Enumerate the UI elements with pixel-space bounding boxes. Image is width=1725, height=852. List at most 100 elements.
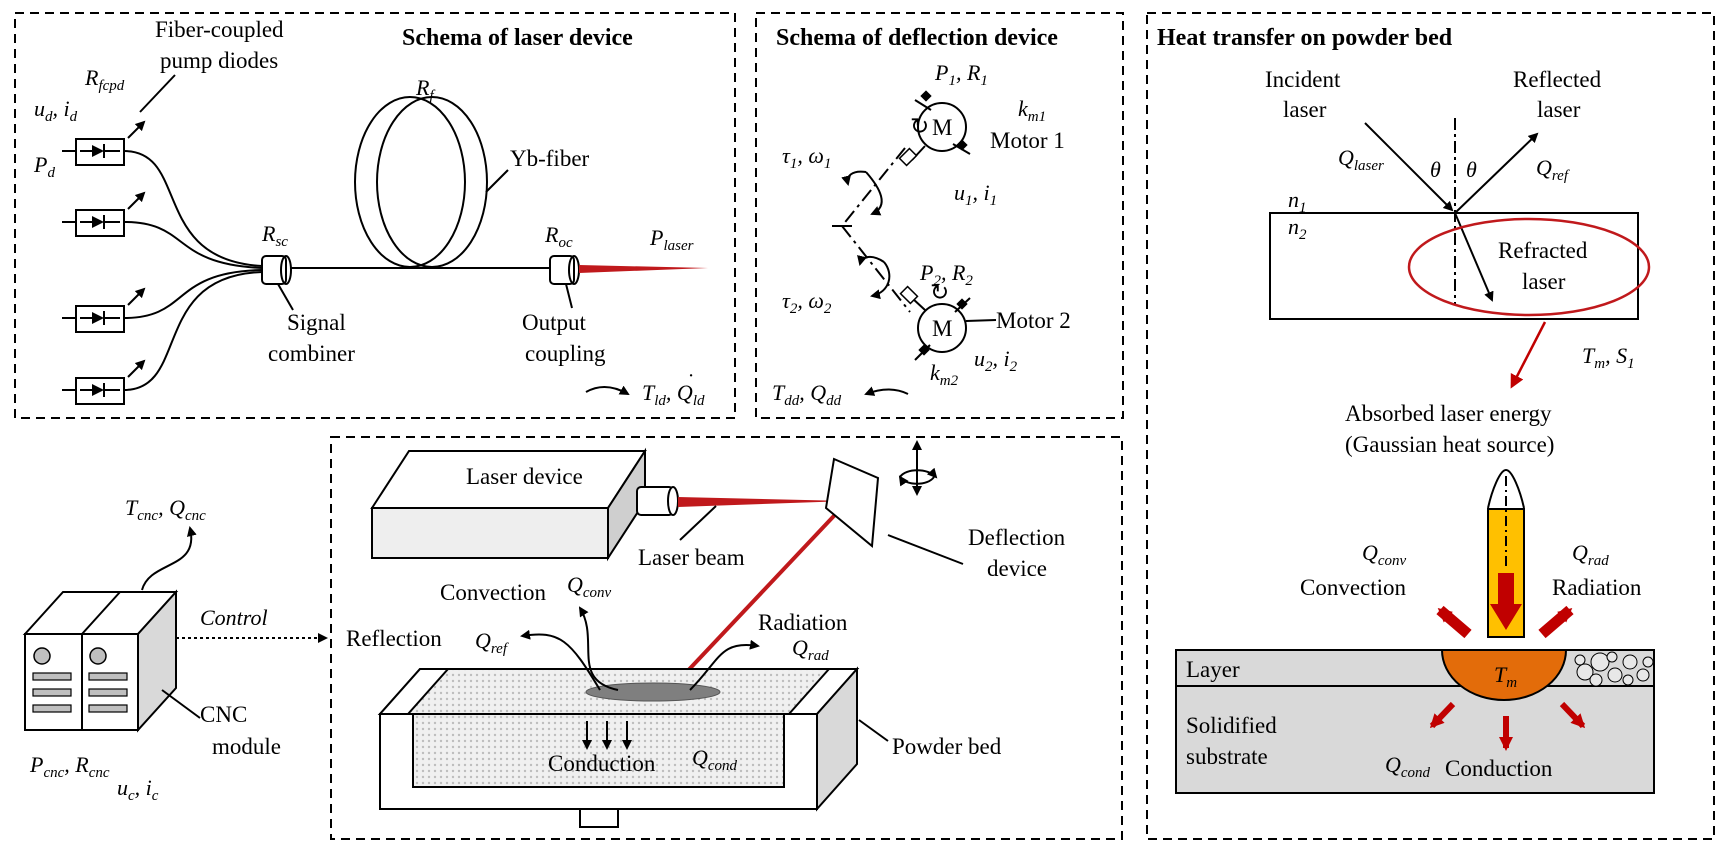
qrad-heat-label: Qrad <box>1572 540 1609 569</box>
laser-beam-horizontal <box>678 497 848 507</box>
rf-label: Rf <box>415 75 435 104</box>
laser-output-beam <box>579 265 708 273</box>
radiation-arrow <box>689 639 760 691</box>
powder-bed-side <box>816 666 858 812</box>
motor-1-rotation-icon: ↻ <box>910 114 929 139</box>
powder-bed-section <box>412 713 785 788</box>
deflection-device-panel: Schema of deflection device M ↻ P1, R1 k… <box>772 25 1071 409</box>
reflected-label-2: laser <box>1537 97 1581 122</box>
cnc-heat-arrow <box>141 526 197 591</box>
incident-label-2: laser <box>1283 97 1327 122</box>
absorbed-label-2: (Gaussian heat source) <box>1345 432 1554 457</box>
rsc-label: Rsc <box>261 221 288 250</box>
signal-combiner-leader <box>277 283 294 311</box>
yb-fiber-coil-2 <box>376 96 488 268</box>
deflection-device-label-2: device <box>987 556 1047 581</box>
roc-label: Roc <box>544 222 573 251</box>
laser-device-panel: Schema of laser device Fiber-coupled pum… <box>33 17 708 409</box>
laser-beam-deflected <box>662 499 850 698</box>
yb-fiber-label: Yb-fiber <box>510 146 590 171</box>
plaser-label: Plaser <box>649 225 694 254</box>
tm-melt-label: Tm <box>1494 662 1517 691</box>
tcnc-qcnc-label: Tcnc, Qcnc <box>125 495 206 524</box>
refracted-label-2: laser <box>1522 269 1566 294</box>
qcond-machine-label: Qcond <box>692 745 738 774</box>
qref-machine-label: Qref <box>475 628 509 657</box>
mirror-rotation-icon <box>898 440 938 496</box>
laser-beam-leader <box>679 505 717 541</box>
pump-diodes-leader <box>139 74 176 113</box>
ud-id-label: ud, id <box>34 96 78 125</box>
qref-label: Qref <box>1536 155 1570 184</box>
absorption-arrow <box>1510 321 1547 389</box>
heat-source-arrow <box>1490 573 1522 630</box>
motor-2-label: Motor 2 <box>996 308 1071 333</box>
qlaser-label: Qlaser <box>1338 145 1384 174</box>
pump-diodes-label-line1: Fiber-coupled <box>155 17 284 42</box>
convection-heat-label: Convection <box>1300 575 1407 600</box>
cnc-unit-2 <box>81 633 139 731</box>
melt-pool <box>1440 649 1568 701</box>
powder-bed-piston <box>579 808 619 828</box>
u1-i1-label: u1, i1 <box>954 180 997 209</box>
laser-beam-label: Laser beam <box>638 545 745 570</box>
pump-diode-2 <box>62 191 146 237</box>
qconv-machine-label: Qconv <box>567 572 612 601</box>
tau2-w2-label: τ2, ω2 <box>782 288 832 317</box>
layer-label: Layer <box>1186 657 1240 682</box>
melt-spot <box>585 682 721 702</box>
output-coupling-shape <box>549 255 575 285</box>
substrate-rect <box>1175 685 1655 794</box>
motor-1-m: M <box>932 115 952 140</box>
uc-ic-label: uc, ic <box>117 775 159 804</box>
theta-right: θ <box>1466 157 1477 182</box>
tm-s1-label: Tm, S1 <box>1582 343 1635 372</box>
absorbed-label-1: Absorbed laser energy <box>1345 401 1552 426</box>
reflection-arrow <box>520 629 601 691</box>
output-coupling-label-1: Output <box>522 310 587 335</box>
laser-panel-border <box>14 12 736 419</box>
n2-label: n2 <box>1288 214 1307 243</box>
incident-label-1: Incident <box>1265 67 1341 92</box>
tdd-arrow <box>864 386 909 396</box>
qrad-machine-label: Qrad <box>792 635 829 664</box>
pump-fiber-4 <box>123 271 263 391</box>
cnc-label-2: module <box>212 734 281 759</box>
radiation-red-arrow <box>1538 605 1574 639</box>
refracted-highlight-ellipse <box>1407 217 1651 317</box>
km1-label: km1 <box>1018 96 1046 125</box>
laser-panel-title: Schema of laser device <box>402 25 633 51</box>
cnc-side <box>137 589 177 733</box>
convection-red-arrow <box>1436 605 1472 639</box>
cnc-leader <box>161 689 201 719</box>
qconv-heat-label: Qconv <box>1362 540 1407 569</box>
heat-panel-title: Heat transfer on powder bed <box>1157 25 1453 51</box>
deflection-leader <box>887 534 964 565</box>
machine-panel: Laser device Laser beam Deflection devic… <box>346 440 1066 828</box>
p1-r1-label: P1, R1 <box>934 60 988 89</box>
yb-fiber-leader <box>485 169 509 193</box>
tau1-w1-label: τ1, ω1 <box>782 143 831 172</box>
pump-diode-3 <box>62 287 146 333</box>
radiation-heat-label: Radiation <box>1552 575 1642 600</box>
substrate-label-2: substrate <box>1186 744 1268 769</box>
layer-rect <box>1175 649 1655 687</box>
pump-diode-4 <box>62 359 146 405</box>
theta-left: θ <box>1430 157 1441 182</box>
reflection-label: Reflection <box>346 626 442 651</box>
tdd-qdd-label: Tdd, Qdd <box>772 380 842 409</box>
conduction-red-arrow-right <box>1559 701 1586 729</box>
pump-fiber-2 <box>123 221 263 269</box>
signal-combiner-label-2: combiner <box>268 341 355 366</box>
deflection-panel-title: Schema of deflection device <box>776 25 1058 51</box>
pd-label: Pd <box>33 152 55 181</box>
pump-diode-1 <box>62 120 146 166</box>
powder-bed-leader <box>858 719 889 742</box>
heat-transfer-panel: Heat transfer on powder bed Incident las… <box>1157 25 1655 794</box>
signal-combiner-shape <box>261 255 287 285</box>
motor-1-circle <box>917 102 967 152</box>
output-coupling-label-2: coupling <box>525 341 606 366</box>
motor-2-m: M <box>932 316 952 341</box>
yb-fiber-coil-1 <box>354 96 466 268</box>
